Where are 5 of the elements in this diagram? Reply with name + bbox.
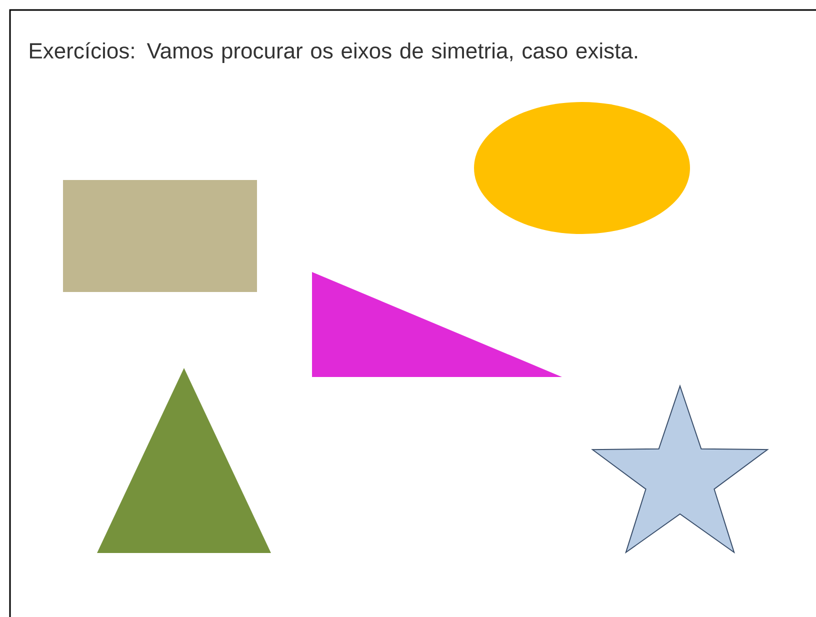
title: Exercícios: Vamos procurar os eixos de simetria, caso exista. <box>30 42 638 63</box>
ellipse-shape <box>474 102 690 234</box>
rectangle-shape <box>63 180 257 292</box>
triangle-shape <box>312 272 562 377</box>
triangle-shape <box>97 368 271 553</box>
